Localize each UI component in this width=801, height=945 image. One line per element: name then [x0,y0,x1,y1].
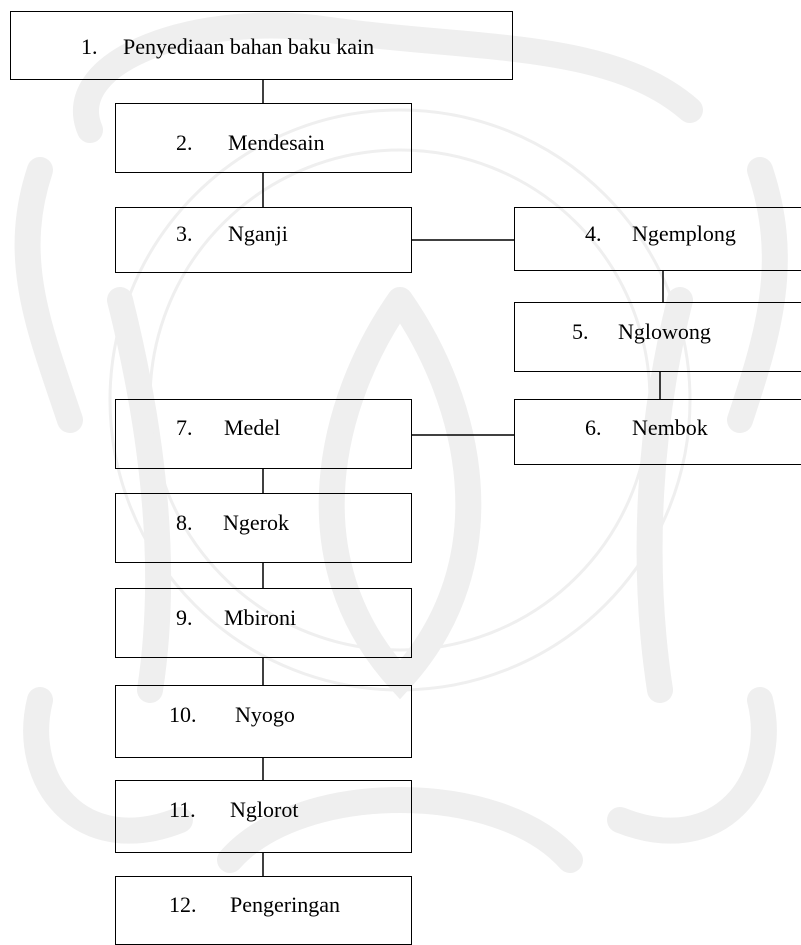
step-label: Ngemplong [632,221,736,246]
step-label: Medel [224,415,281,440]
step-box-6: 6. Nembok [514,399,801,465]
step-box-8: 8. Ngerok [115,493,412,563]
step-number: 10. [169,702,197,727]
step-box-7: 7. Medel [115,399,412,469]
step-label: Pengeringan [230,892,340,917]
step-number: 4. [585,221,602,246]
step-label: Nglowong [618,319,711,344]
step-label: Nyogo [235,702,295,727]
step-number: 5. [572,319,589,344]
step-box-12: 12. Pengeringan [115,876,412,945]
step-box-3: 3. Nganji [115,207,412,273]
step-box-5: 5. Nglowong [514,302,801,372]
step-box-9: 9. Mbironi [115,588,412,658]
step-label: Nglorot [230,797,299,822]
step-box-4: 4. Ngemplong [514,207,801,271]
step-label: Nganji [228,221,288,246]
step-box-10: 10. Nyogo [115,685,412,758]
step-label: Penyediaan bahan baku kain [123,34,375,59]
step-number: 12. [169,892,197,917]
step-number: 7. [176,415,193,440]
step-box-2: 2. Mendesain [115,103,412,173]
step-number: 3. [176,221,193,246]
step-number: 6. [585,415,602,440]
step-number: 1. [81,34,98,59]
step-label: Ngerok [223,510,289,535]
step-number: 8. [176,510,193,535]
step-label: Mbironi [224,605,297,630]
step-number: 2. [176,130,193,155]
step-box-1: 1. Penyediaan bahan baku kain [10,11,513,80]
step-box-11: 11. Nglorot [115,780,412,853]
step-number: 11. [169,797,196,822]
step-label: Nembok [632,415,708,440]
step-number: 9. [176,605,193,630]
step-label: Mendesain [228,130,325,155]
